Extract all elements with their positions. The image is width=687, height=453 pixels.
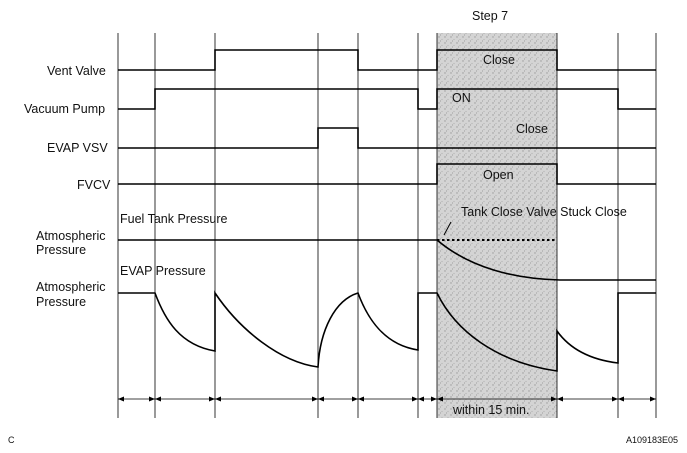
fuel-tank-pressure-trace — [118, 239, 656, 281]
label-evap-pressure: EVAP Pressure — [120, 264, 206, 278]
stuck-close-annotation: Tank Close Valve Stuck Close — [461, 205, 627, 219]
corner-label-right: A109183E05 — [626, 435, 678, 445]
step7-label: Step 7 — [472, 9, 508, 23]
label-fuel-tank-pressure: Fuel Tank Pressure — [120, 212, 228, 226]
label-fvcv: FVCV — [77, 178, 111, 192]
label-atmospheric-1a: Atmospheric — [36, 229, 105, 243]
fvcv-state: Open — [483, 168, 514, 182]
time-interval-arrows — [118, 396, 656, 402]
corner-label-left: C — [8, 435, 15, 445]
label-atmospheric-2b: Pressure — [36, 295, 86, 309]
label-vent-valve: Vent Valve — [47, 64, 106, 78]
label-atmospheric-2a: Atmospheric — [36, 280, 105, 294]
annotation-leader — [443, 221, 452, 236]
vent-valve-state: Close — [483, 53, 515, 67]
label-atmospheric-1b: Pressure — [36, 243, 86, 257]
fvcv-trace — [118, 163, 656, 185]
evap-vsv-trace — [118, 127, 656, 149]
evap-vsv-state: Close — [516, 122, 548, 136]
vent-valve-trace — [118, 49, 656, 71]
label-evap-vsv: EVAP VSV — [47, 141, 108, 155]
duration-label: within 15 min. — [452, 403, 529, 417]
vacuum-pump-state: ON — [452, 91, 471, 105]
evap-pressure-trace — [118, 290, 656, 372]
vacuum-pump-trace — [118, 88, 656, 110]
label-vacuum-pump: Vacuum Pump — [24, 102, 105, 116]
step7-shaded-region — [437, 33, 557, 418]
